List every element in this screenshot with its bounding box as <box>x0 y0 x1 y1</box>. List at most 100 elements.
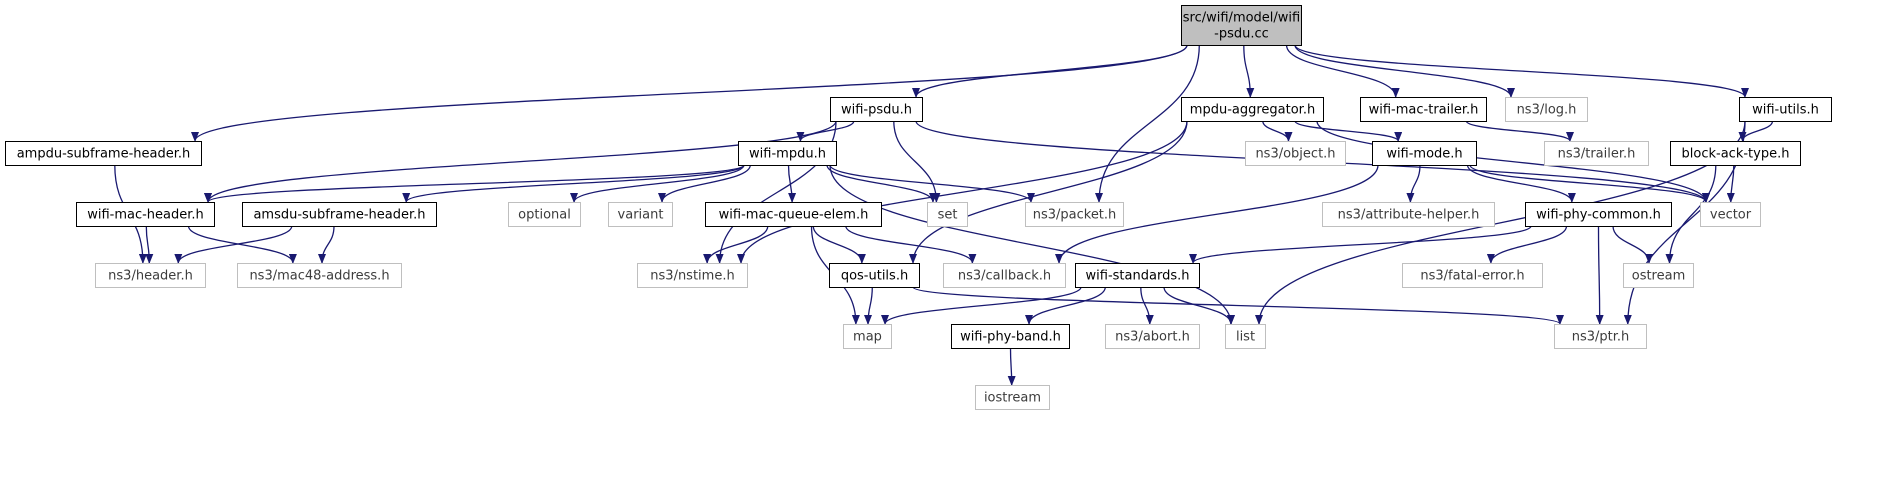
node-label: ns3/packet.h <box>1033 208 1117 223</box>
edge-line <box>864 286 873 325</box>
node-wifi-mac-trailer-h[interactable]: wifi-mac-trailer.h <box>1360 97 1487 122</box>
edge-root-to-ns3_log_h <box>1294 44 1515 98</box>
edge-line <box>1726 164 1735 203</box>
node-iostream: iostream <box>975 385 1050 410</box>
edge-line <box>1055 164 1379 264</box>
node-set: set <box>927 202 968 227</box>
node-box <box>237 263 402 288</box>
edge-line <box>912 44 1188 98</box>
node-qos-utils-h[interactable]: qos-utils.h <box>829 263 920 288</box>
node-label: amsdu-subframe-header.h <box>253 208 425 223</box>
node-box <box>830 97 923 122</box>
edge-wifi_phy_band_h-to-iostream <box>1007 347 1016 386</box>
edge-line <box>1465 120 1574 142</box>
edge-line <box>826 164 937 203</box>
node-box <box>1322 202 1495 227</box>
edge-line <box>1262 120 1293 142</box>
node-label: wifi-psdu.h <box>841 103 912 118</box>
edge-qos_utils_h-to-ns3_ptr_h <box>912 286 1564 325</box>
node-ns3-fatal-error-h: ns3/fatal-error.h <box>1402 263 1543 288</box>
node-label: ns3/ptr.h <box>1572 330 1630 345</box>
edge-root-to-wifi_utils_h <box>1294 44 1749 98</box>
node-box <box>1544 141 1649 166</box>
edge-wifi_phy_common_h-to-ostream <box>1612 225 1653 264</box>
node-box <box>1505 97 1588 122</box>
edge-wifi_mpdu_h-to-amsdu_subframe_header_h <box>402 164 745 203</box>
node-box <box>5 141 202 166</box>
edge-root-to-ampdu_subframe_header_h <box>191 44 1188 142</box>
edge-line <box>204 164 745 203</box>
edge-line <box>318 225 335 264</box>
edge-wifi_psdu_h-to-wifi_mpdu_h <box>796 120 855 142</box>
edge-wifi_standards_h-to-ns3_abort_h <box>1140 286 1154 325</box>
edge-line <box>1595 225 1604 325</box>
node-label: ns3/fatal-error.h <box>1420 269 1524 284</box>
edge-line <box>796 120 855 142</box>
node-wifi-mpdu-h[interactable]: wifi-mpdu.h <box>738 141 837 166</box>
edge-line <box>1294 120 1403 142</box>
node-label: wifi-mpdu.h <box>749 147 826 162</box>
node-label: ns3/nstime.h <box>650 269 734 284</box>
edge-wifi_mpdu_h-to-variant <box>658 164 751 203</box>
node-wifi-standards-h[interactable]: wifi-standards.h <box>1075 263 1200 288</box>
node-label: list <box>1236 330 1255 345</box>
edge-line <box>204 120 837 203</box>
node-wifi-phy-band-h[interactable]: wifi-phy-band.h <box>951 324 1070 349</box>
node-box <box>1623 263 1694 288</box>
node-box <box>1554 324 1647 349</box>
node-label: block-ack-type.h <box>1682 147 1790 162</box>
node-ns3-packet-h: ns3/packet.h <box>1025 202 1124 227</box>
node-block-ack-type-h[interactable]: block-ack-type.h <box>1670 141 1801 166</box>
edge-line <box>912 286 1564 325</box>
edge-wifi_mac_queue_elem_h-to-ns3_callback_h <box>845 225 977 264</box>
node-box <box>829 263 920 288</box>
node-box <box>1181 5 1302 46</box>
edge-mpdu_aggregator_h-to-wifi_mode_h <box>1294 120 1403 142</box>
node-box <box>975 385 1050 410</box>
node-wifi-mode-h[interactable]: wifi-mode.h <box>1372 141 1477 166</box>
node-wifi-mac-queue-elem-h[interactable]: wifi-mac-queue-elem.h <box>705 202 882 227</box>
node-label: ampdu-subframe-header.h <box>17 147 191 162</box>
edge-wifi_mode_h-to-vector <box>1469 164 1710 203</box>
edge-line <box>1007 347 1016 386</box>
node-amsdu-subframe-header-h[interactable]: amsdu-subframe-header.h <box>242 202 437 227</box>
node-wifi-utils-h[interactable]: wifi-utils.h <box>1739 97 1832 122</box>
node-wifi-psdu-h[interactable]: wifi-psdu.h <box>830 97 923 122</box>
node-list: list <box>1225 324 1266 349</box>
node-label: ns3/mac48-address.h <box>249 269 389 284</box>
node-ostream: ostream <box>1623 263 1694 288</box>
node-variant: variant <box>608 202 673 227</box>
node-ampdu-subframe-header-h[interactable]: ampdu-subframe-header.h <box>5 141 202 166</box>
node-box <box>1075 263 1200 288</box>
edge-line <box>737 120 1188 264</box>
edge-wifi_mac_queue_elem_h-to-qos_utils_h <box>812 225 866 264</box>
node-label: ostream <box>1632 269 1686 284</box>
node-label: -psdu.cc <box>1214 27 1269 42</box>
node-wifi-phy-common-h[interactable]: wifi-phy-common.h <box>1525 202 1672 227</box>
node-box <box>1372 141 1477 166</box>
edge-wifi_psdu_h-to-wifi_mac_header_h <box>204 120 837 203</box>
edge-wifi_phy_common_h-to-ns3_fatal_error_h <box>1486 225 1568 264</box>
edges-layer <box>114 44 1774 386</box>
node-label: ns3/trailer.h <box>1558 147 1636 162</box>
edge-line <box>1738 120 1774 142</box>
node-box <box>76 202 215 227</box>
edge-line <box>174 225 293 264</box>
edge-line <box>1163 286 1235 325</box>
edge-wifi_mac_header_h-to-ns3_mac48_address_h <box>187 225 297 264</box>
edge-wifi_mpdu_h-to-optional <box>570 164 745 203</box>
node-box <box>951 324 1070 349</box>
node-label: wifi-utils.h <box>1752 103 1819 118</box>
edge-wifi_utils_h-to-block_ack_type_h <box>1738 120 1774 142</box>
edge-wifi_standards_h-to-list <box>1163 286 1235 325</box>
edge-wifi_mpdu_h-to-list <box>829 164 1235 325</box>
edge-root-to-mpdu_aggregator_h <box>1243 44 1255 98</box>
node-wifi-mac-header-h[interactable]: wifi-mac-header.h <box>76 202 215 227</box>
edge-line <box>658 164 751 203</box>
edge-line <box>1486 225 1568 264</box>
edge-mpdu_aggregator_h-to-ns3_nstime_h <box>737 120 1188 264</box>
node-mpdu-aggregator-h[interactable]: mpdu-aggregator.h <box>1181 97 1324 122</box>
node-box <box>608 202 673 227</box>
